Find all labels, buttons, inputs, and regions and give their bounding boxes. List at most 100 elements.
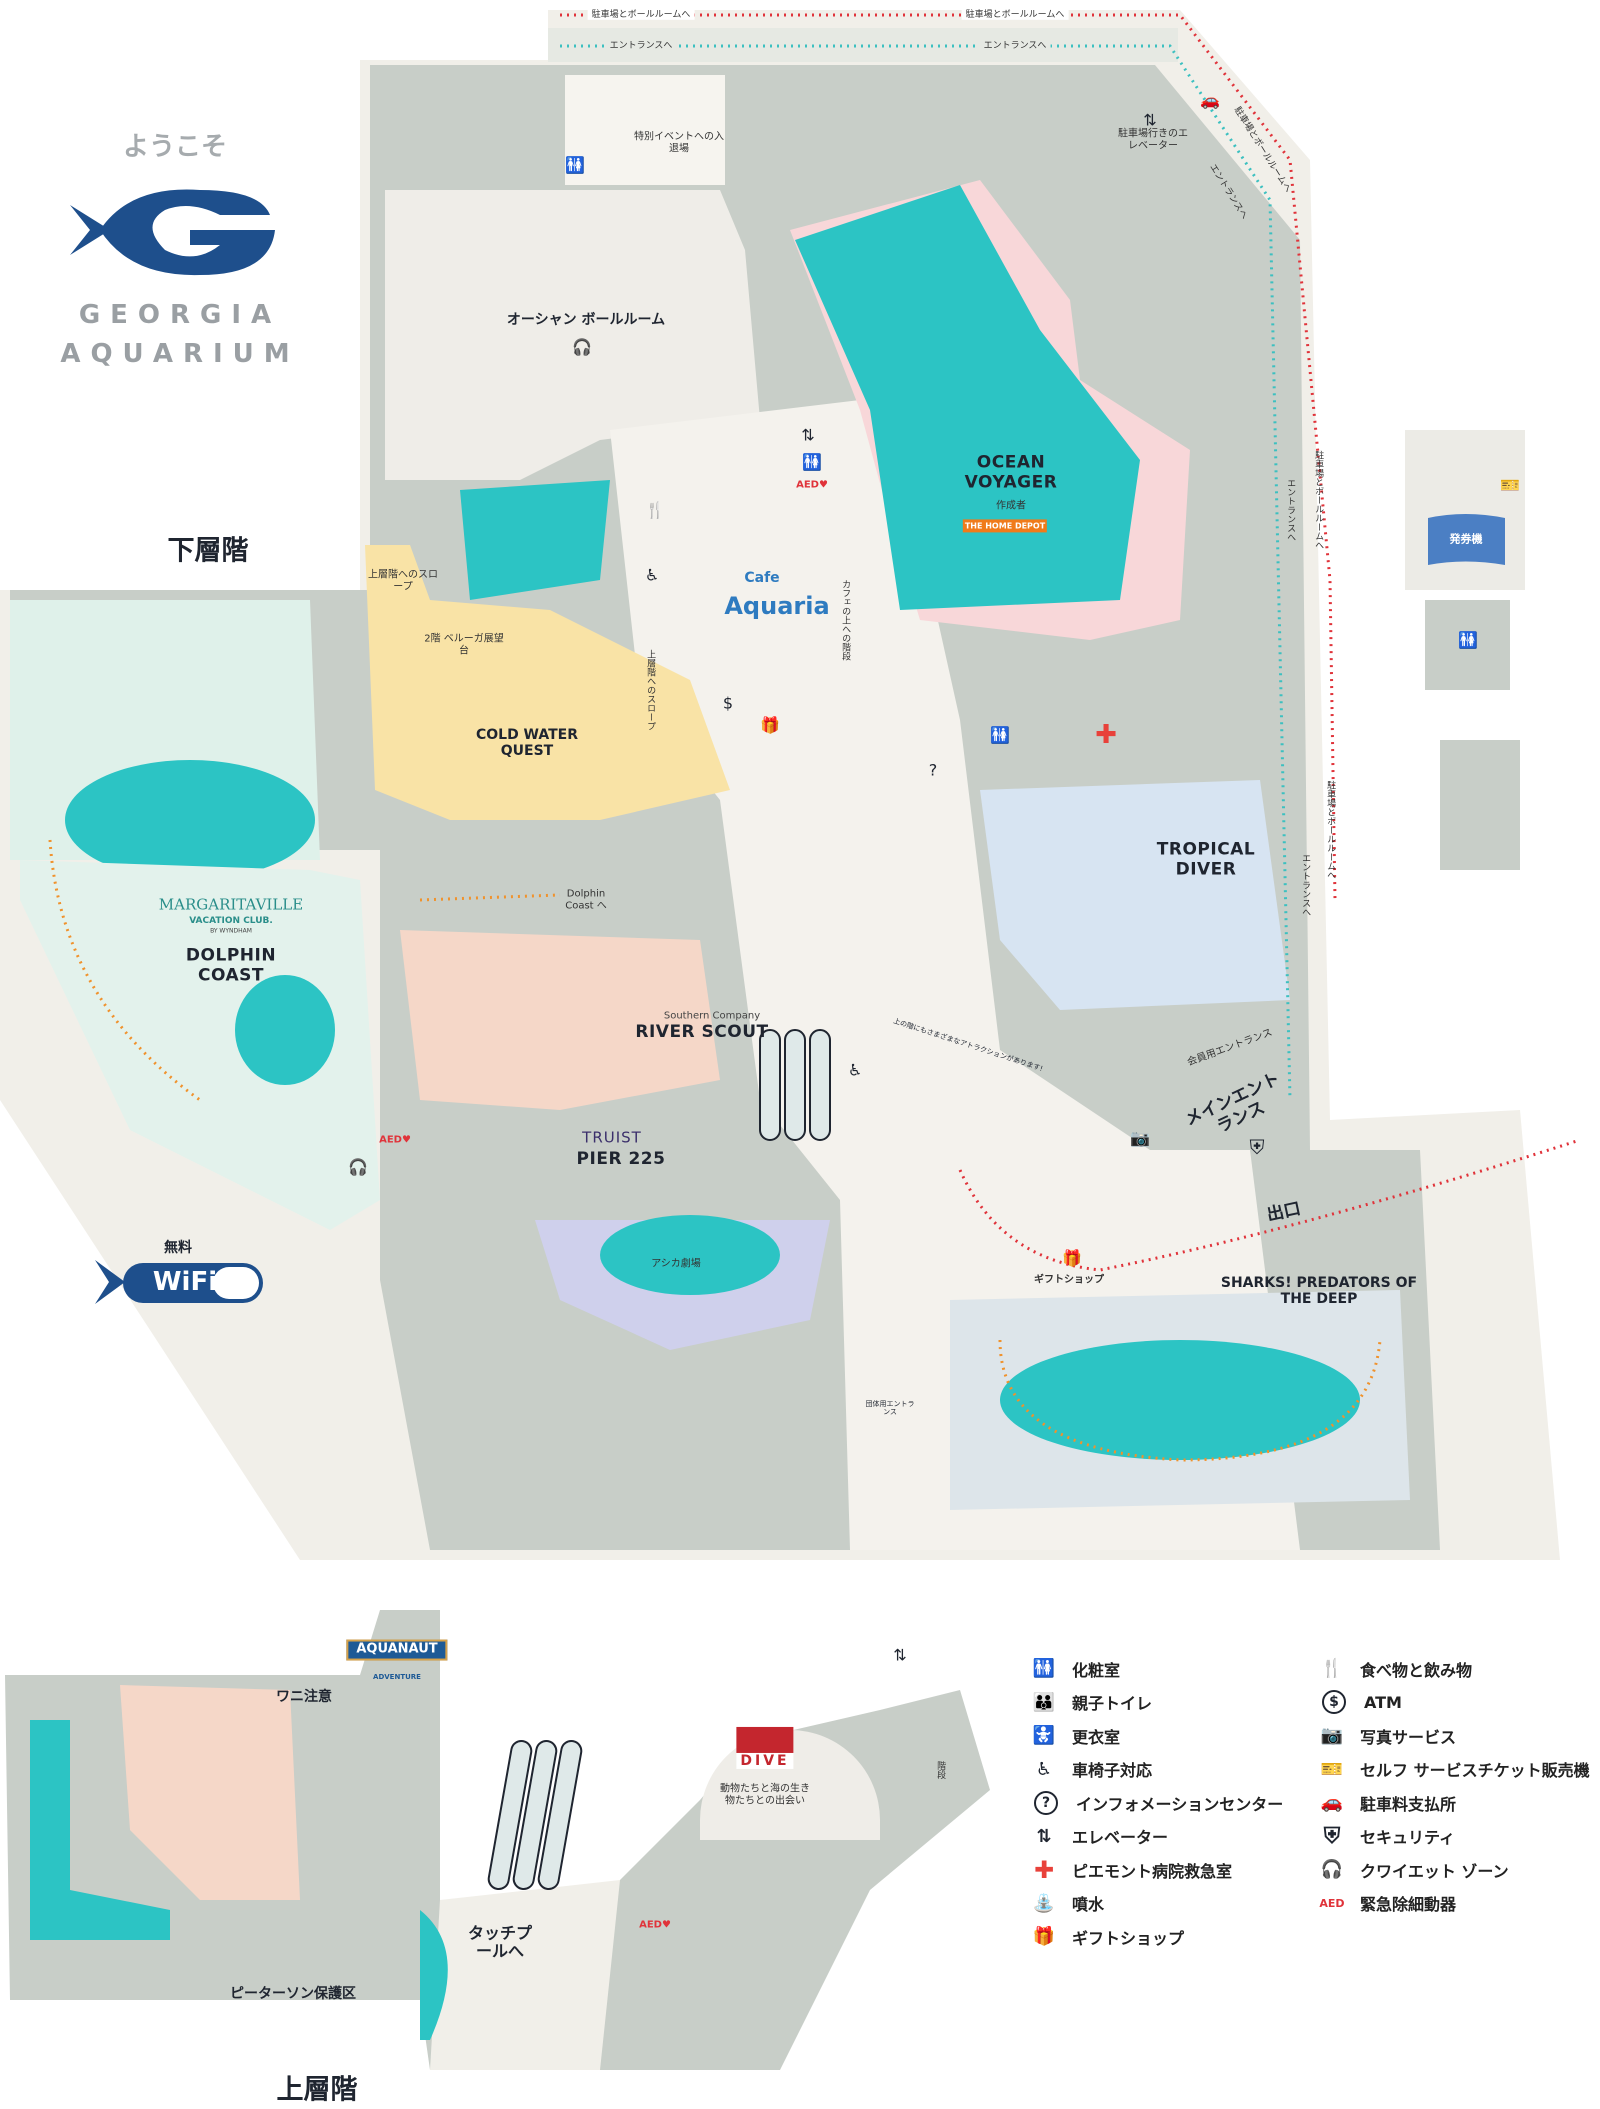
gift-shop-icon: 🎁 [760,715,780,735]
legend-item-quiet-zone: 🎧クワイエット ゾーン [1318,1853,1590,1887]
restroom-icon: 🚻 [990,725,1010,745]
legend-label: ATM [1364,1692,1402,1712]
quiet-zone-icon: 🎧 [1320,1859,1344,1881]
cafe-aquaria-label[interactable]: Aquaria [724,592,830,621]
path-label-parking-4: 駐車場とボールルームへ [1313,450,1324,550]
restroom-icon: 🚻 [802,452,822,472]
cafe-label-small[interactable]: Cafe [744,569,780,586]
aquanaut-sub: ADVENTURE [373,1672,421,1681]
legend-item-security: ⛨セキュリティ [1318,1820,1590,1854]
wifi-label: WiFi [152,1267,218,1298]
legend-label: ギフトショップ [1072,1928,1185,1948]
path-label-entrance-1: エントランスへ [605,40,677,52]
elevator-icon: ⇅ [1036,1825,1052,1847]
escalator-upper [487,1739,583,1891]
upper-stairs-label: 階段 [935,1761,946,1779]
legend-item-changing-room: 🚼更衣室 [1030,1719,1283,1753]
first-aid-icon: ✚ [1033,1855,1055,1884]
ocean-voyager-sponsor-label: 作成者 [996,500,1026,512]
ticket-kiosk-icon: 🎫 [1500,475,1520,495]
shark-tank [1000,1340,1360,1460]
ticket-machine-label[interactable]: 発券機 [1449,532,1483,546]
legend-label: 車椅子対応 [1072,1761,1153,1781]
legend-label: セルフ サービスチケット販売機 [1360,1761,1590,1781]
legend-item-wheelchair: ♿ 車椅子対応 [1030,1753,1283,1787]
legend-item-first-aid: ✚ピエモント病院救急室 [1030,1853,1283,1887]
logo-aquarium: AQUARIUM [60,339,300,370]
path-to-entrance [560,44,1292,1101]
parking-elevator-label: 駐車場行きのエレベーター [1118,128,1188,152]
sharks-label: SHARKS! PREDATORS OF THE DEEP [1220,1274,1418,1307]
sea-lion-pool [600,1215,780,1295]
legend-item-information: ?インフォメーションセンター [1030,1786,1283,1820]
welcome-text: ようこそ [122,132,228,163]
wheelchair-icon: ♿ [847,1060,863,1080]
floor-label-upper: 上層階 [276,2074,358,2106]
home-depot-logo: THE HOME DEPOT [962,519,1048,533]
touch-pool-hall [430,1880,620,2070]
tropical-diver-label: TROPICAL DIVER [1156,839,1256,879]
atrium [610,400,1300,1550]
escalator-lower [759,1029,831,1141]
legend-item-family-restroom: 👪 親子トイレ [1030,1686,1283,1720]
touch-pool-label: タッチプールへ [467,1923,532,1961]
restroom-icon: 🚻 [1458,630,1478,650]
margaritaville-sub: VACATION CLUB. [189,915,273,926]
ocean-voyager-water [795,185,1140,610]
sea-lion-theater-label: アシカ劇場 [651,1258,701,1270]
restroom-block [1425,600,1510,690]
legend-item-elevator: ⇅エレベーター [1030,1820,1283,1854]
elevator-icon: ⇅ [801,425,815,445]
elevator-icon: ⇅ [1143,110,1157,130]
slope-upper-label: 上層階へのスロープ [368,569,438,593]
quiet-zone-icon: 🎧 [572,337,592,357]
food-drink-icon: 🍴 [1320,1658,1344,1680]
parking-pay-icon: 🚗 [1320,1792,1344,1814]
logo-georgia: GEORGIA [78,300,282,331]
information-icon[interactable]: ? [928,760,938,780]
river-scout-label: RIVER SCOUT [635,1022,769,1043]
gift-shop-label: ギフトショップ [1034,1274,1104,1286]
path-label-entrance-2: エントランスへ [979,40,1051,52]
truist-logo: TRUIST [582,1128,642,1147]
legend-label: 噴水 [1072,1895,1105,1915]
food-drink-icon: 🍴 [645,500,665,520]
legend-item-atm: $ATM [1318,1686,1590,1720]
legend-label: 化粧室 [1072,1660,1121,1680]
river-scout [400,930,720,1110]
path-label-entrance-4: エントランスへ [1285,478,1296,542]
peterson-preserve [120,1685,300,1900]
path-tour [48,839,1382,1462]
security-icon: ⛨ [1323,1823,1341,1849]
dolphin-pool [65,760,315,880]
legend-item-restroom: 🚻 化粧室 [1030,1652,1283,1686]
annex-block [1440,740,1520,870]
dolphin-coast-label: DOLPHIN COAST [185,945,277,985]
peterson-preserve-label: ピーターソン保護区 [230,1985,356,2002]
restroom-icon: 🚻 [1032,1658,1056,1680]
cafe-stairs-label: カフェの上への階段 [840,579,851,661]
gift-shop-icon: 🎁 [1032,1926,1056,1948]
legend-label: 駐車料支払所 [1360,1794,1457,1814]
beluga-tank [460,480,610,600]
path-exit [958,1138,1581,1272]
family-restroom-icon: 👪 [1032,1691,1056,1713]
wheelchair-icon: ♿ [644,565,660,585]
dive-logo: DIVE [736,1726,794,1770]
legend-item-parking-pay: 🚗 駐車料支払所 [1318,1786,1590,1820]
gift-shop-icon: 🎁 [1062,1248,1082,1268]
wifi-logo [95,1260,263,1304]
group-entrance-label[interactable]: 団体用エントランス [865,1399,915,1416]
aed-icon: AED♥ [639,1919,671,1931]
ticket-building [1405,430,1525,590]
wifi-free-label: 無料 [164,1239,192,1256]
ticket-machine-sign [1428,514,1505,565]
legend-label: 親子トイレ [1072,1694,1153,1714]
wheelchair-icon: ♿ [1035,1758,1053,1780]
dolphin-pool-2 [235,975,335,1085]
legend-label: 緊急除細動器 [1360,1895,1457,1915]
gator-warning-label: ワニ注意 [276,1688,332,1705]
legend-label: 食べ物と飲み物 [1360,1660,1473,1680]
